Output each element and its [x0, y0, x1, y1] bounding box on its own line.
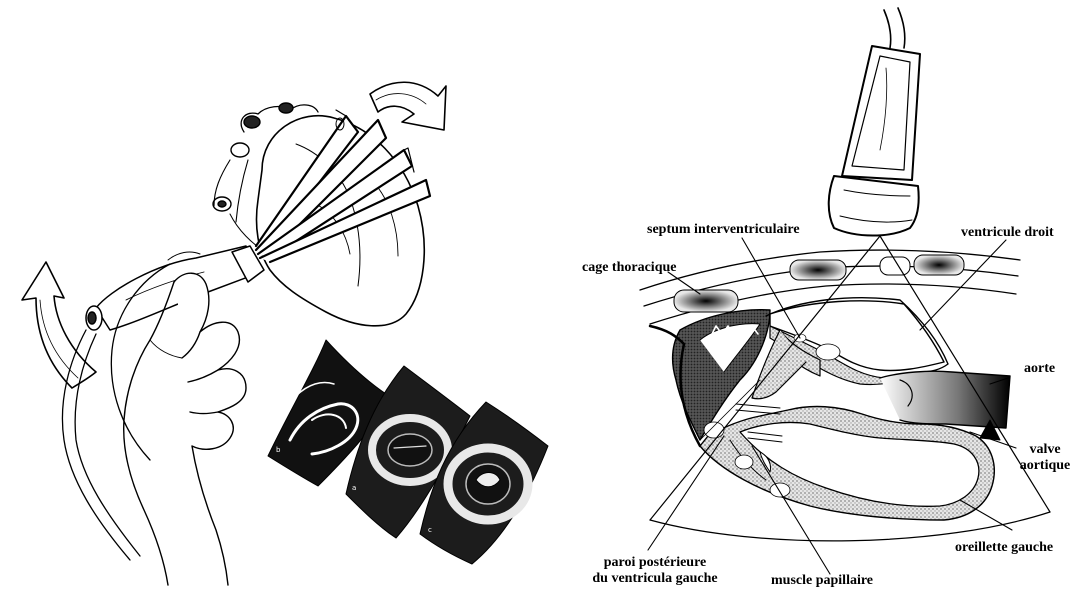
label-ventricule-droit: ventricule droit	[961, 225, 1054, 241]
svg-text:c: c	[428, 526, 432, 534]
label-paroi-line2: du ventricula gauche	[575, 571, 735, 587]
label-valve-line2: aortique	[1017, 458, 1073, 474]
label-aorte: aorte	[1024, 361, 1055, 377]
label-septum: septum interventriculaire	[647, 222, 800, 238]
label-muscle-papillaire: muscle papillaire	[771, 573, 873, 589]
label-cage-thoracique: cage thoracique	[582, 260, 676, 276]
probe-rotation-illustration: b a c	[22, 82, 548, 585]
ultrasound-probe	[86, 246, 264, 330]
label-oreillette-gauche: oreillette gauche	[955, 540, 1053, 556]
cross-section-diagram	[640, 8, 1050, 574]
label-paroi-posterieure: paroi postérieure du ventricula gauche	[575, 555, 735, 587]
label-valve-line1: valve	[1017, 442, 1073, 458]
label-paroi-line1: paroi postérieure	[575, 555, 735, 571]
echo-sector-images: b a c	[268, 340, 548, 564]
label-valve-aortique: valve aortique	[1017, 442, 1073, 474]
rotation-arrow-left	[22, 262, 96, 388]
hand-drawing	[124, 273, 246, 585]
transducer	[829, 8, 920, 236]
svg-text:b: b	[276, 446, 281, 454]
rotation-arrow-top	[370, 82, 446, 130]
svg-text:a: a	[352, 484, 356, 492]
